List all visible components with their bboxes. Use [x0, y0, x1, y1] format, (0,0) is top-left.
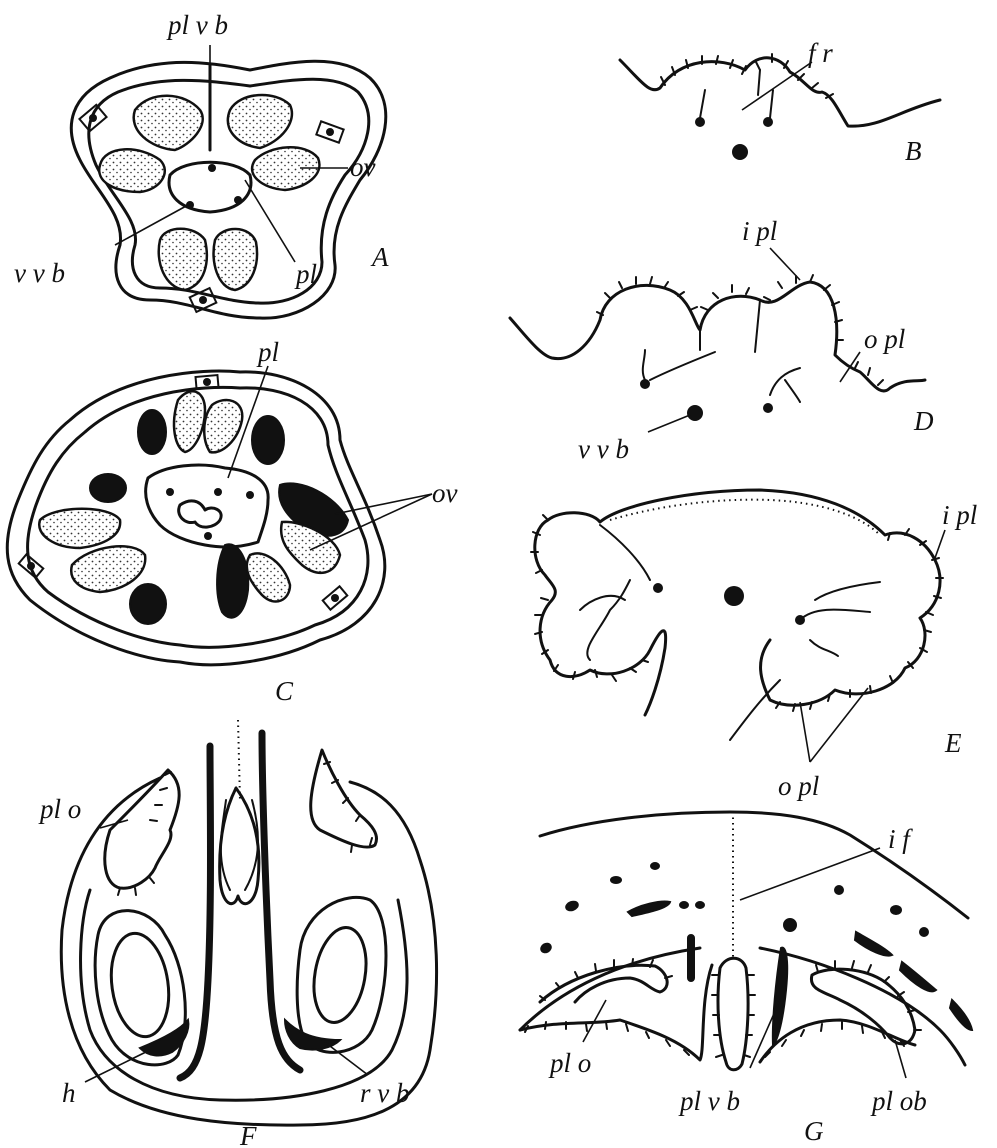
- figure-c-locule-right-2: [247, 553, 290, 601]
- figure-c-ovule-bottom-left: [130, 584, 166, 624]
- figure-a-locule-upper-left-2: [99, 149, 165, 192]
- figure-d: i pl o pl v v b D: [510, 216, 934, 464]
- figure-a-label-plvb: pl v b: [166, 10, 228, 40]
- figure-e: i pl o pl E: [531, 490, 977, 801]
- figure-g-placenta-papillae-right: [765, 1022, 904, 1057]
- figure-c-locule-top-1: [174, 391, 205, 452]
- figure-d-letter: D: [913, 406, 934, 436]
- figure-a-label-ov: ov: [350, 152, 376, 182]
- figure-e-bundle-left: [653, 583, 663, 593]
- figure-g-label-plob: pl ob: [870, 1086, 927, 1116]
- figure-g-letter: G: [804, 1116, 824, 1146]
- figure-a-label-vvb: v v b: [14, 258, 65, 288]
- figure-d-bundle-left: [640, 379, 650, 389]
- figure-g-central-outgrowth: [718, 958, 748, 1070]
- figure-a: pl v b ov v v b pl A: [14, 10, 389, 318]
- figure-b-bundle-right: [763, 117, 773, 127]
- figure-c-ovule-top-right: [252, 416, 284, 464]
- figure-c-locule-left-2: [71, 546, 145, 592]
- figure-g-label-plvb: pl v b: [678, 1086, 740, 1116]
- figure-e-bundle-right: [795, 615, 805, 625]
- figure-f-ovary-right-outer: [297, 897, 386, 1052]
- figure-f-septum-right: [262, 733, 300, 1070]
- figure-f-inner-wall: [81, 890, 408, 1100]
- figure-d-label-ipl: i pl: [742, 216, 777, 246]
- figure-c: pl ov C: [7, 337, 457, 706]
- figure-b: f r B: [620, 38, 940, 166]
- figure-e-label-opl: o pl: [778, 771, 819, 801]
- figure-c-label-ov: ov: [432, 478, 458, 508]
- figure-g-label-plo: pl o: [548, 1048, 591, 1078]
- figure-c-central-septum: [179, 501, 221, 527]
- figure-g: i f pl o pl v b pl ob G: [520, 812, 972, 1146]
- figure-d-papillae: [597, 275, 883, 385]
- figure-d-bundle-right: [763, 403, 773, 413]
- figure-b-label-fr: f r: [808, 38, 833, 68]
- figure-a-bundle-1: [208, 164, 216, 172]
- figure-f: pl o h r v b F: [38, 720, 437, 1148]
- figure-c-ovule-bottom-right: [217, 544, 248, 617]
- figure-f-outgrowth-left-papillae: [118, 772, 171, 895]
- figure-b-bundle-center: [732, 144, 748, 160]
- figure-f-label-rvb: r v b: [360, 1078, 410, 1108]
- figure-e-label-ipl: i pl: [942, 500, 977, 530]
- figure-f-ovary-left-inner: [105, 930, 175, 1041]
- figure-a-locule-bottom-left: [159, 229, 207, 290]
- figure-e-papillae: [531, 515, 943, 711]
- figure-a-locule-upper-left-1: [134, 96, 203, 150]
- figure-f-outer-wall: [61, 778, 436, 1125]
- figure-f-letter: F: [239, 1121, 257, 1148]
- figure-c-locule-top-2: [204, 400, 242, 452]
- figure-f-ovary-right-inner: [307, 923, 373, 1026]
- figure-a-bundle-3: [234, 196, 242, 204]
- figure-e-bundle-center: [724, 586, 744, 606]
- figure-d-label-opl: o pl: [864, 324, 905, 354]
- figure-f-label-plo: pl o: [38, 794, 81, 824]
- figure-f-hilum-right: [285, 1020, 340, 1050]
- figure-f-placental-outgrowth-right: [311, 750, 377, 847]
- figure-c-ovule-top-left: [138, 410, 166, 454]
- figure-f-outgrowth-right-papillae: [324, 762, 372, 852]
- figure-c-label-pl: pl: [256, 337, 279, 367]
- figure-c-locule-left-1: [39, 509, 120, 548]
- figure-c-letter: C: [275, 676, 294, 706]
- figure-e-letter: E: [944, 728, 962, 758]
- figure-a-label-pl: pl: [294, 259, 317, 289]
- figure-c-ovule-left: [90, 474, 126, 502]
- figure-d-label-vvb: v v b: [578, 434, 629, 464]
- figure-b-placenta-outline: [620, 58, 940, 126]
- figure-a-locule-upper-right-1: [228, 95, 292, 148]
- figure-g-placental-outgrowth-left: [520, 965, 712, 1060]
- figure-a-locule-bottom-right: [214, 229, 257, 290]
- figure-f-label-h: h: [62, 1078, 76, 1108]
- figure-g-label-if: i f: [888, 824, 913, 854]
- figure-a-letter: A: [370, 242, 389, 272]
- figure-d-bundle-center: [687, 405, 703, 421]
- figure-b-letter: B: [905, 136, 922, 166]
- figure-b-bundle-left: [695, 117, 705, 127]
